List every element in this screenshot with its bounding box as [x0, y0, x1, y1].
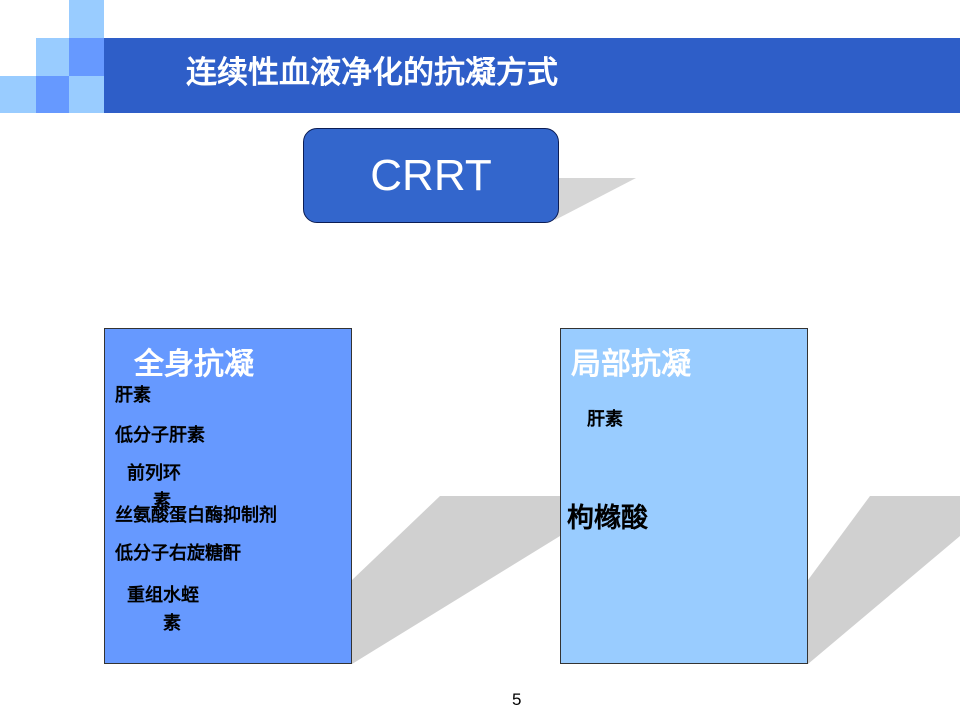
decor-square — [69, 0, 104, 38]
page-number: 5 — [512, 690, 522, 709]
list-item: 低分子肝素 — [115, 425, 205, 446]
list-item: 低分子右旋糖酐 — [115, 543, 241, 564]
page-title: 连续性血液净化的抗凝方式 — [186, 55, 558, 91]
list-item: 素 — [163, 613, 181, 634]
list-item: 肝素 — [587, 409, 623, 430]
list-item: 重组水蛭 — [127, 585, 199, 606]
systemic-anticoagulation-panel: 全身抗凝 肝素 低分子肝素 前列环 素 丝氨酸蛋白酶抑制剂 低分子右旋糖酐 重组… — [104, 328, 352, 664]
panel-title: 全身抗凝 — [134, 347, 254, 382]
list-item: 前列环 — [127, 463, 181, 484]
list-item: 肝素 — [115, 385, 151, 406]
decor-square — [69, 38, 104, 76]
list-item: 枸橼酸 — [567, 503, 648, 534]
regional-anticoagulation-panel: 局部抗凝 肝素 枸橼酸 — [560, 328, 808, 664]
decor-square — [69, 76, 104, 113]
decor-square — [36, 76, 69, 113]
panel-title: 局部抗凝 — [571, 347, 691, 382]
title-bar — [104, 38, 960, 113]
list-item: 丝氨酸蛋白酶抑制剂 — [115, 505, 277, 526]
decor-square — [0, 76, 36, 113]
crrt-box: CRRT — [303, 128, 559, 223]
decor-square — [36, 38, 69, 76]
list-item: 素 — [153, 491, 171, 512]
